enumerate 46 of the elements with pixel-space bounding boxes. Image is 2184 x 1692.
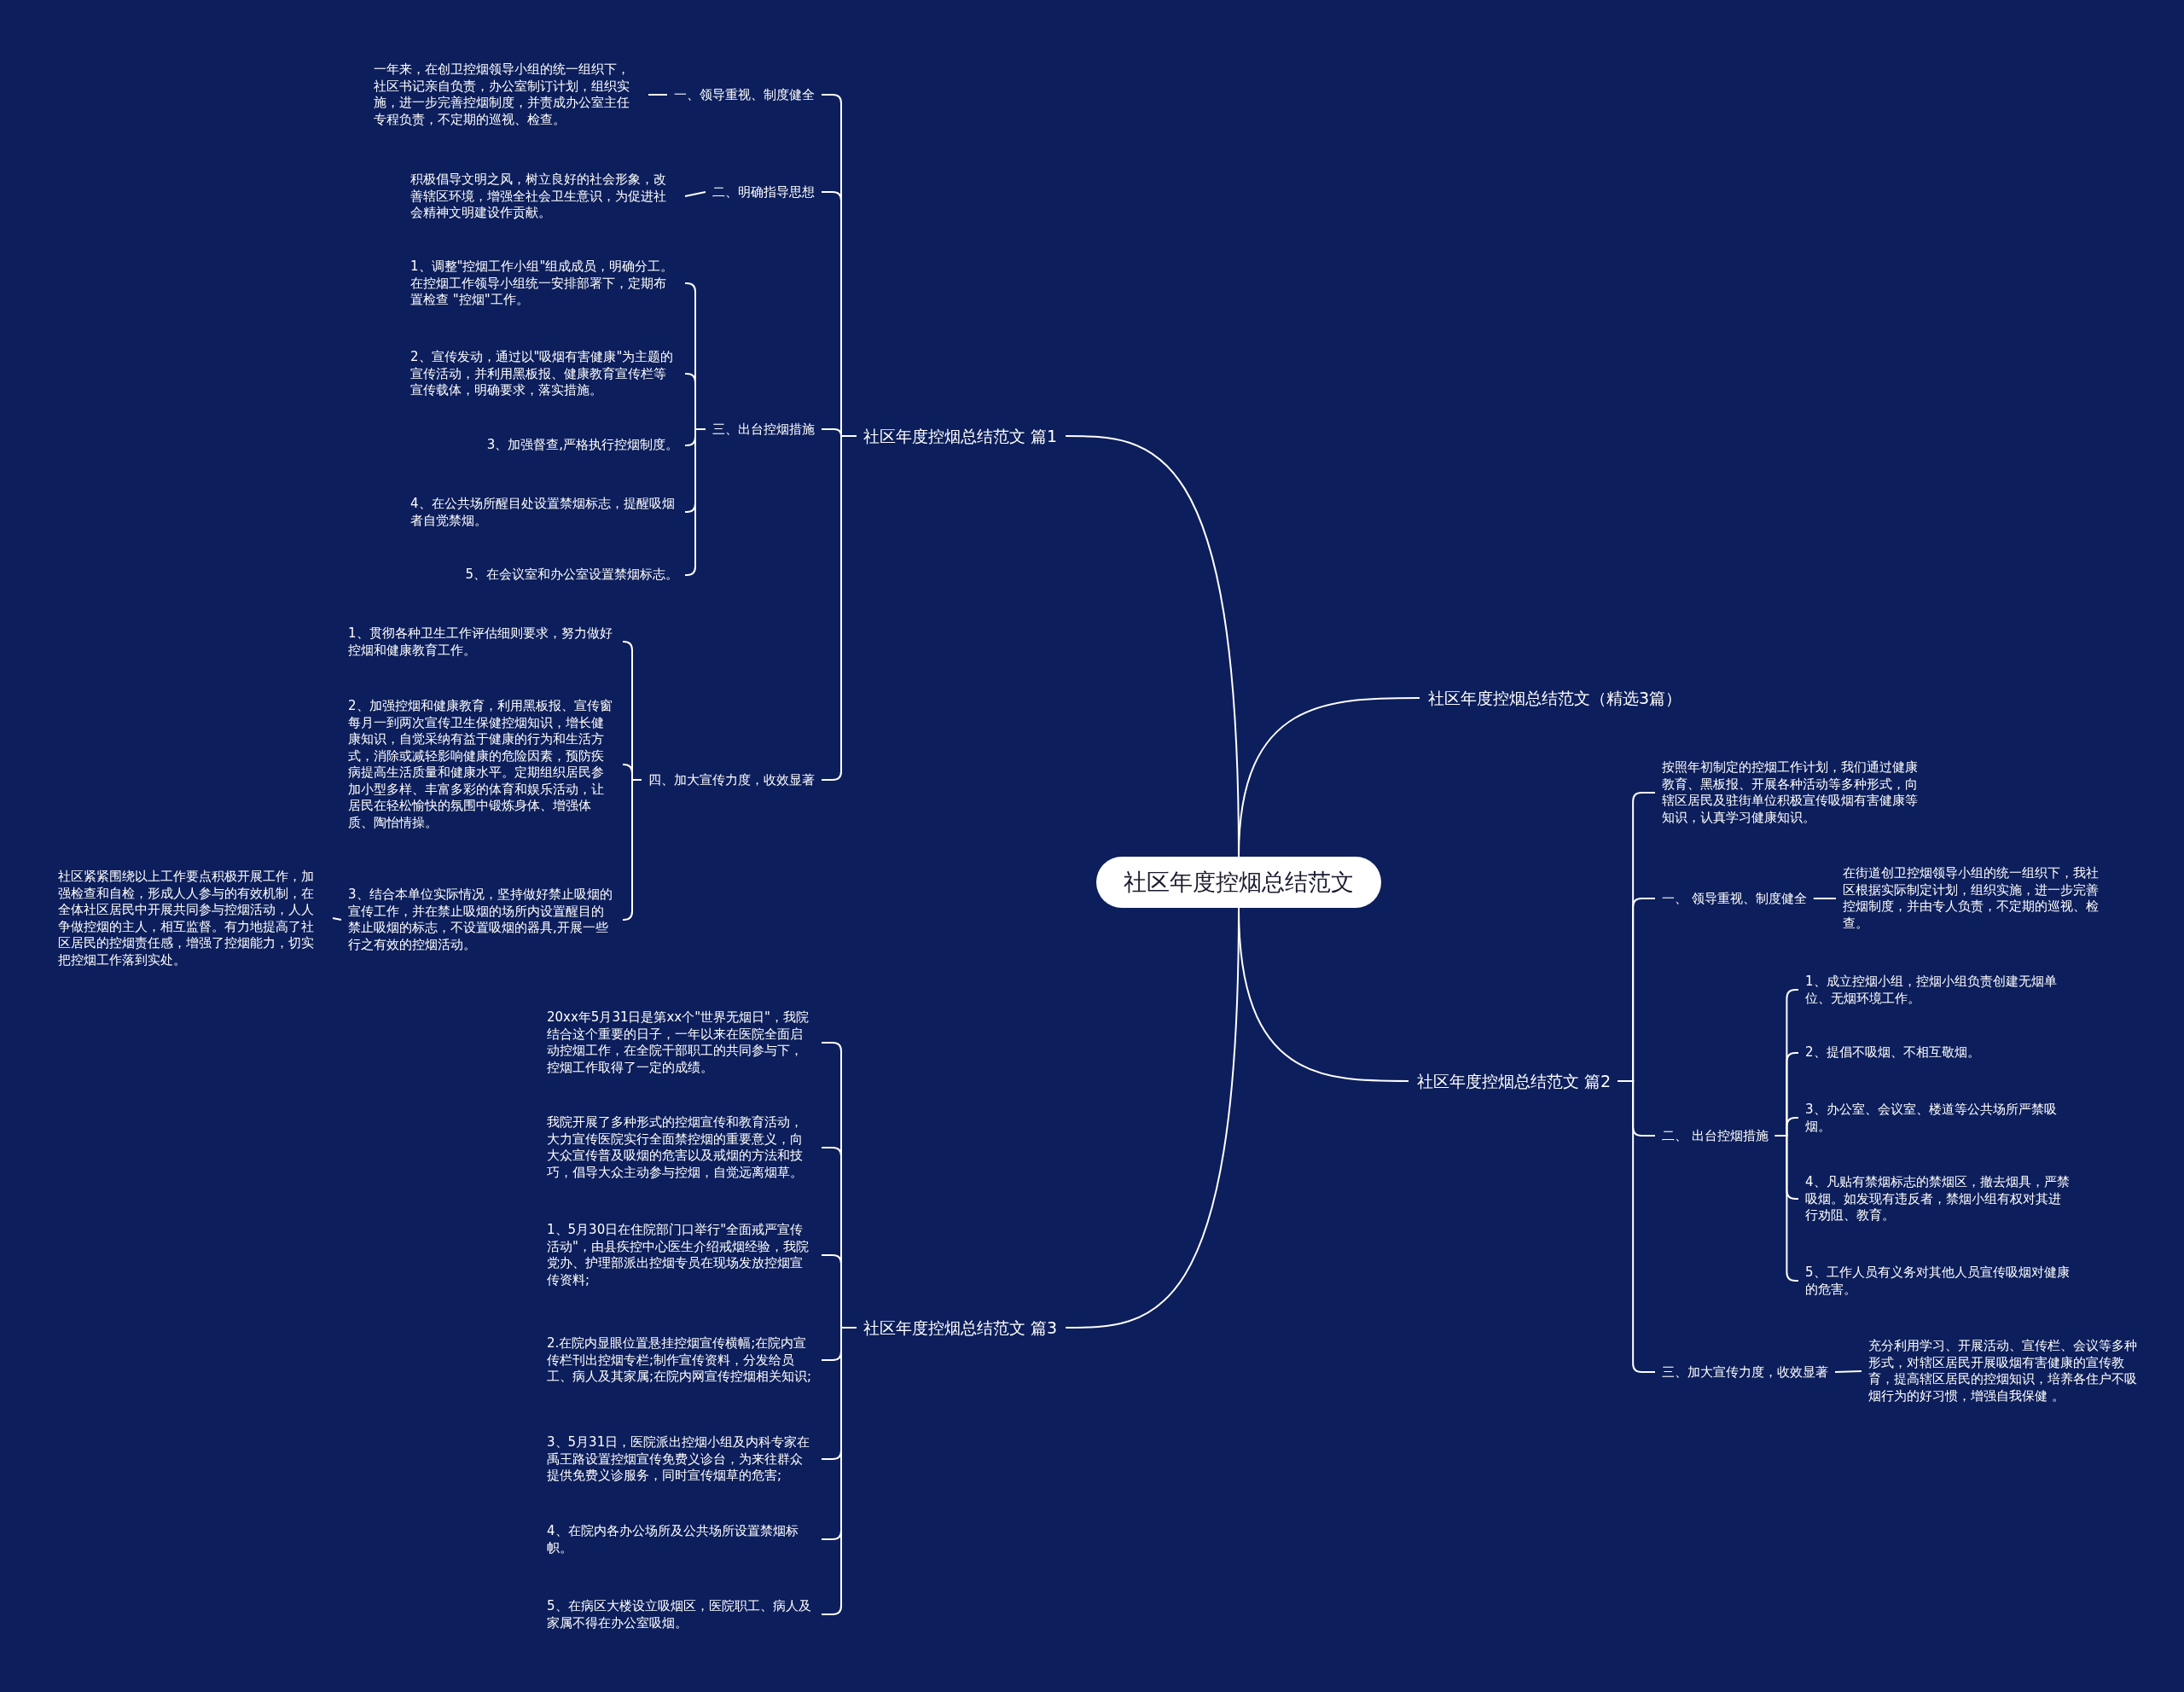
note-text: 1、5月30日在住院部门口举行"全面戒严宣传活动"，由县疾控中心医生介绍戒烟经验，我院党办、护理部派出控烟专员在现场发放控烟宣传资料; <box>547 1222 815 1288</box>
connector <box>1812 898 1837 899</box>
note-text: 2.在院内显眼位置悬挂控烟宣传横幅;在院内宣传栏刊出控烟专栏;制作宣传资料，分发给员工、病人及其家属;在院内网宣传控烟相关知识; <box>547 1334 815 1386</box>
note-text: 充分利用学习、开展活动、宣传栏、会议等多种形式，对辖区居民开展吸烟有害健康的宣传教育，提高辖区居民的控烟知识，培养各住户不吸烟行为的好习惯，增强自我保健 。 <box>1868 1338 2141 1404</box>
subtopic-label: 一、 领导重视、制度健全 <box>1662 890 1807 907</box>
branch-topic: 社区年度控烟总结范文（精选3篇） <box>1428 687 1682 709</box>
note-text: 2、加强控烟和健康教育，利用黑板报、宣传窗每月一到两次宣传卫生保健控烟知识，增长健康知识，自觉采纳有益于健康的行为和生活方式，消除或减轻影响健康的危险因素，预防疾病提高生活质量和健康水平。定期组织居民参加小型多样、丰富多彩的体育和娱乐活动，让居民在轻松愉快的氛围中锻炼身体、增强体质、陶怡情操。 <box>348 698 616 831</box>
note-text: 3、加强督查,严格执行控烟制度。 <box>486 437 678 454</box>
note-text: 5、在会议室和办公室设置禁烟标志。 <box>465 567 678 584</box>
subtopic-label: 三、出台控烟措施 <box>712 421 815 438</box>
central-topic: 社区年度控烟总结范文 <box>1096 857 1381 908</box>
subtopic-label: 一、领导重视、制度健全 <box>674 86 815 103</box>
note-text: 4、凡贴有禁烟标志的禁烟区，撤去烟具，严禁吸烟。如发现有违反者，禁烟小组有权对其进行劝阻、教育。 <box>1805 1173 2073 1224</box>
note-text: 3、结合本单位实际情况，坚持做好禁止吸烟的宣传工作，并在禁止吸烟的场所内设置醒目的禁止吸烟的标志，不设置吸烟的器具,开展一些行之有效的控烟活动。 <box>348 887 616 953</box>
branch-topic: 社区年度控烟总结范文 篇1 <box>863 425 1058 447</box>
note-text: 20xx年5月31日是第xx个"世界无烟日"，我院结合这个重要的日子，一年以来在医院全面启动控烟工作，在全院干部职工的共同参与下，控烟工作取得了一定的成绩。 <box>547 1009 815 1076</box>
note-text: 按照年初制定的控烟工作计划，我们通过健康教育、黑板报、开展各种活动等多种形式，向辖区居民及驻街单位积极宣传吸烟有害健康等知识，认真学习健康知识。 <box>1662 759 1930 826</box>
note-text: 在街道创卫控烟领导小组的统一组织下，我社区根据实际制定计划，组织实施，进一步完善控烟制度，并由专人负责，不定期的巡视、检查。 <box>1843 865 2111 932</box>
note-text: 4、在公共场所醒目处设置禁烟标志，提醒吸烟者自觉禁烟。 <box>410 495 678 529</box>
note-text: 一年来，在创卫控烟领导小组的统一组织下，社区书记亲自负责，办公室制订计划，组织实施，进一步完善控烟制度，并责成办公室主任专程负责，不定期的巡视、检查。 <box>374 61 642 128</box>
note-text: 5、工作人员有义务对其他人员宣传吸烟对健康的危害。 <box>1805 1264 2073 1298</box>
connector <box>1065 907 1240 1329</box>
note-text: 1、成立控烟小组，控烟小组负责创建无烟单位、无烟环境工作。 <box>1805 973 2073 1007</box>
connector <box>1834 1370 1862 1373</box>
note-text: 3、办公室、会议室、楼道等公共场所严禁吸烟。 <box>1805 1101 2073 1135</box>
note-text: 2、宣传发动，通过以"吸烟有害健康"为主题的宣传活动，并利用黑板报、健康教育宣传栏等宣传载体，明确要求，落实措施。 <box>410 348 678 399</box>
note-text: 2、提倡不吸烟、不相互敬烟。 <box>1805 1044 1980 1061</box>
subtopic-label: 二、 出台控烟措施 <box>1662 1127 1769 1144</box>
subtopic-label: 二、明确指导思想 <box>712 183 815 201</box>
connector <box>1238 697 1420 858</box>
connector <box>684 428 706 576</box>
branch-topic: 社区年度控烟总结范文 篇3 <box>863 1317 1058 1339</box>
connector <box>684 191 706 197</box>
note-text: 5、在病区大楼设立吸烟区，医院职工、病人及家属不得在办公室吸烟。 <box>547 1597 815 1631</box>
subtopic-label: 四、加大宣传力度，收效显著 <box>648 771 815 788</box>
note-text: 我院开展了多种形式的控烟宣传和教育活动，大力宣传医院实行全面禁控烟的重要意义，向大众宣传普及吸烟的危害以及戒烟的方法和技巧，倡导大众主动参与控烟，自觉远离烟草。 <box>547 1114 815 1181</box>
note-text: 1、调整"控烟工作小组"组成成员，明确分工。在控烟工作领导小组统一安排部署下，定期布置检查 "控烟"工作。 <box>410 258 678 309</box>
note-text: 积极倡导文明之风，树立良好的社会形象，改善辖区环境，增强全社会卫生意识，为促进社会精神文明建设作贡献。 <box>410 171 678 222</box>
note-text: 1、贯彻各种卫生工作评估细则要求，努力做好控烟和健康教育工作。 <box>348 625 616 659</box>
subtopic-label: 三、加大宣传力度，收效显著 <box>1662 1363 1828 1381</box>
note-text: 4、在院内各办公场所及公共场所设置禁烟标帜。 <box>547 1522 815 1556</box>
note-text: 社区紧紧围绕以上工作要点积极开展工作，加强检查和自检，形成人人参与的有效机制，在全体社区居民中开展共同参与控烟活动，人人争做控烟的主人，相互监督。有力地提高了社区居民的控烟责任感，增强了控烟能力，切实把控烟工作落到实处。 <box>58 868 326 968</box>
connector <box>648 94 668 96</box>
branch-topic: 社区年度控烟总结范文 篇2 <box>1417 1070 1612 1092</box>
note-text: 3、5月31日，医院派出控烟小组及内科专家在禹王路设置控烟宣传免费义诊台，为来往群众提供免费义诊服务，同时宣传烟草的危害; <box>547 1433 815 1485</box>
connector <box>332 917 342 921</box>
